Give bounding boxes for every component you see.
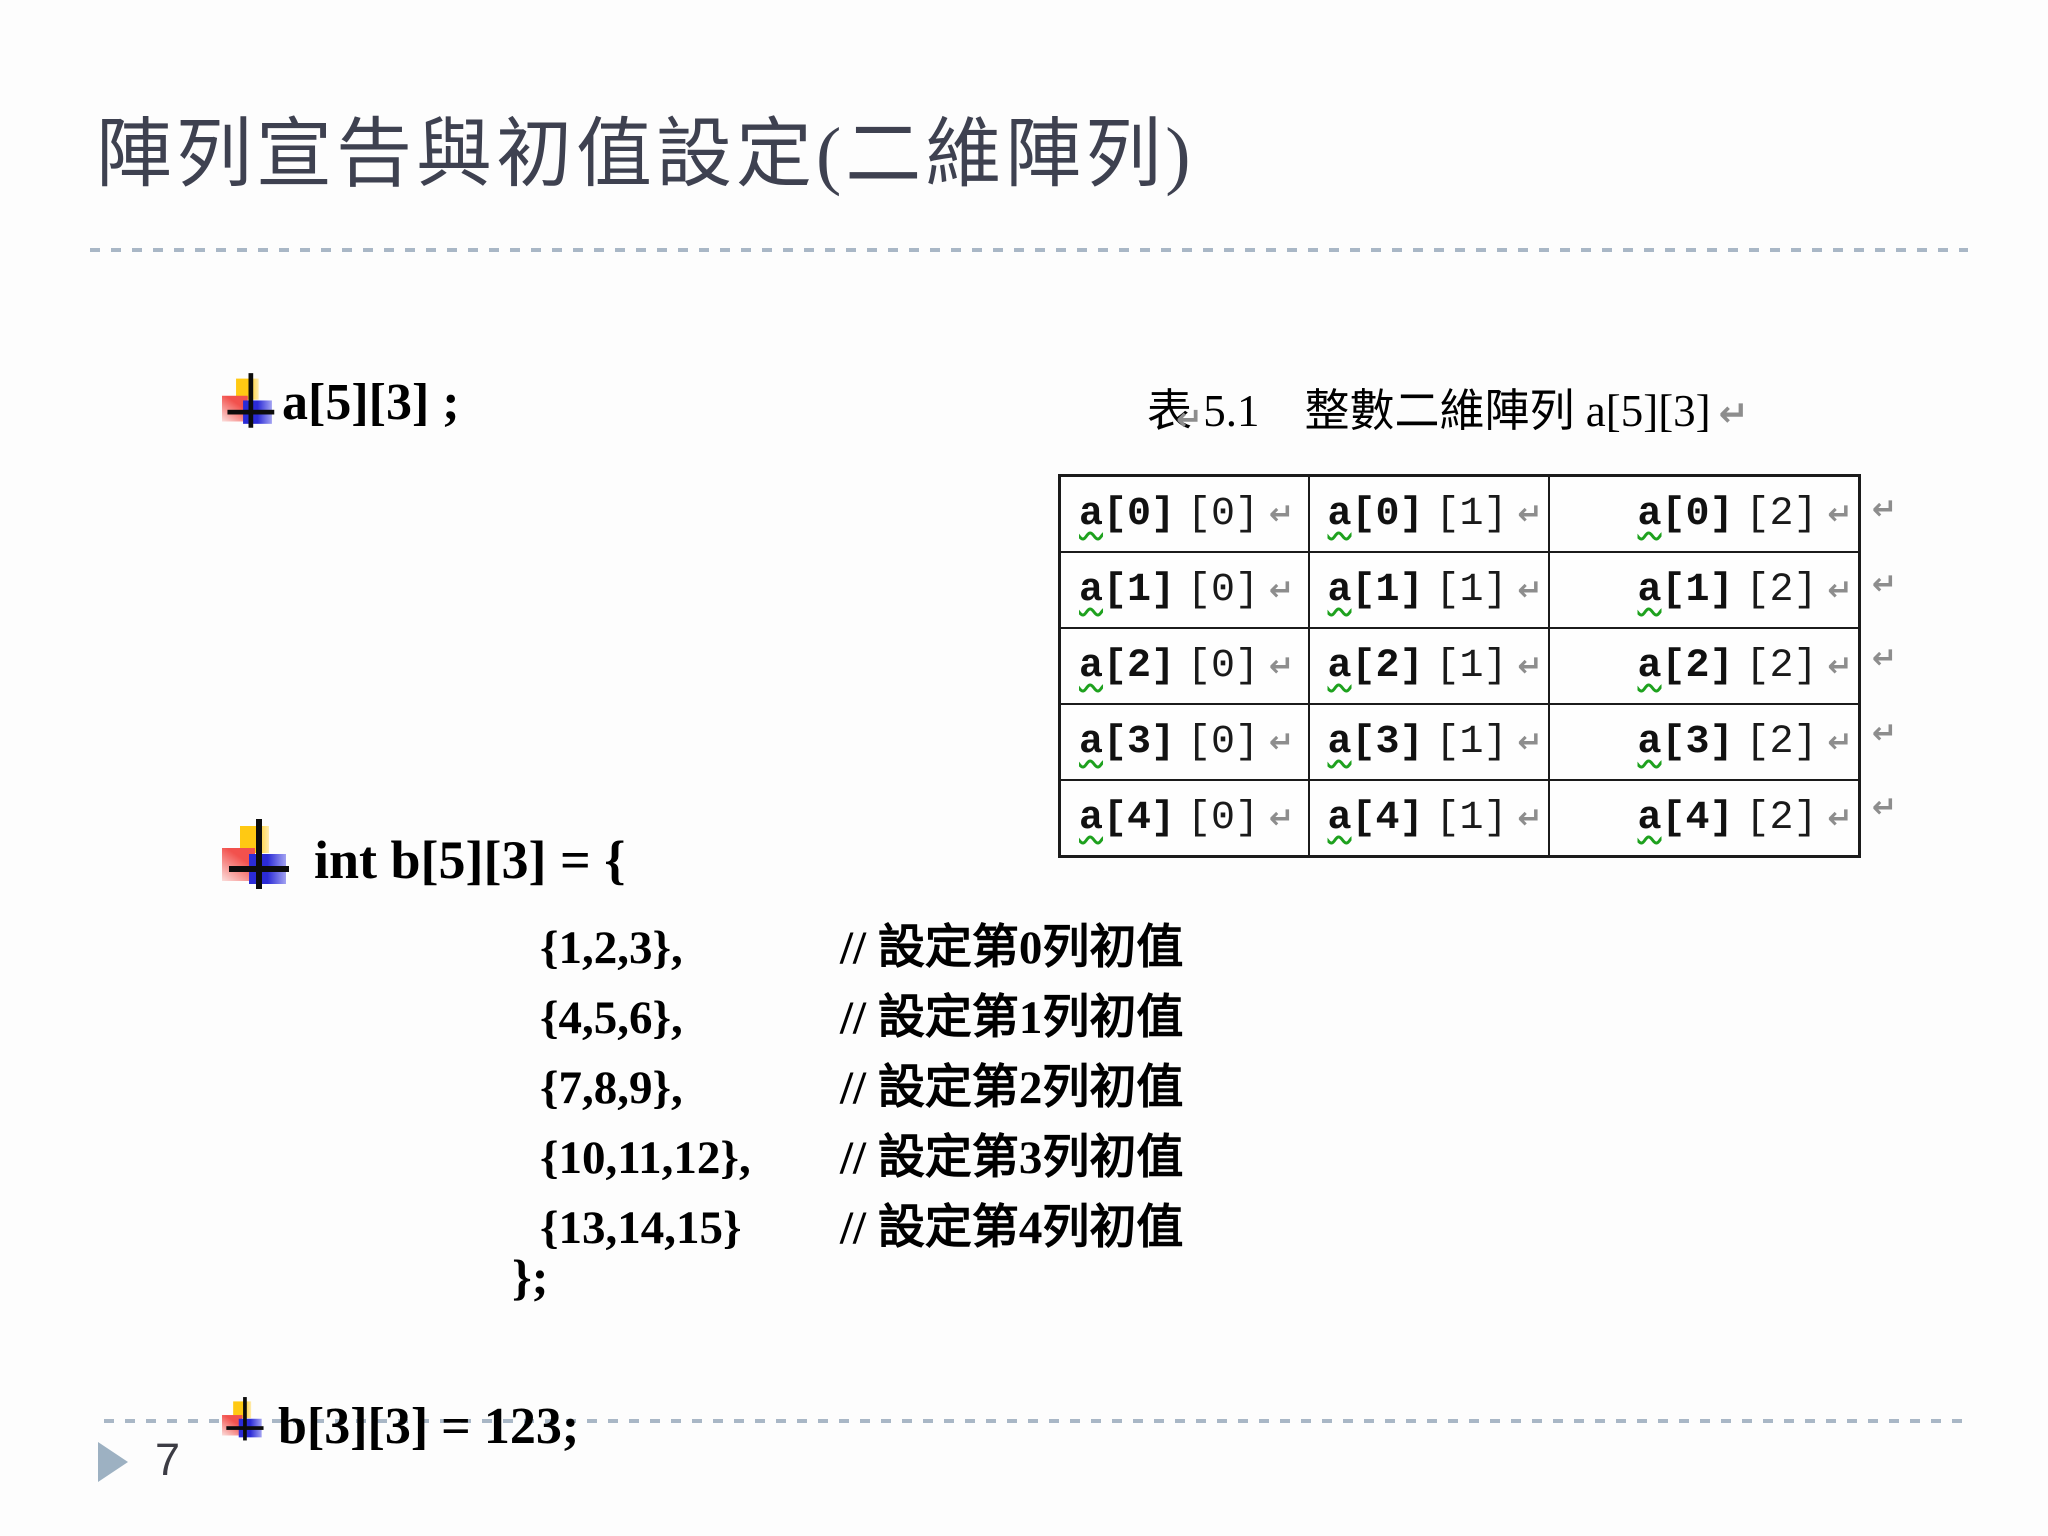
table-cell-a[4][1]: a[4][1]↵ (1307, 779, 1550, 858)
statement-array-b-initialization: int b[5][3] = { (222, 819, 626, 892)
footer-divider-dashed-line (104, 1419, 1962, 1423)
paragraph-mark-icon: ↵ (1872, 790, 1898, 825)
table-cell-a[0][1]: a[0][1]↵ (1307, 474, 1550, 553)
table-cell-a[1][2]: a[1][2]↵ (1547, 551, 1861, 629)
statement-text: int b[5][3] = { (314, 830, 626, 890)
spellcheck-underlined-letter: a (1079, 795, 1104, 841)
spellcheck-underlined-letter: a (1327, 719, 1352, 765)
table-caption: 表 5.1 整數二維陣列 a[5][3]↵ (1102, 322, 1749, 491)
paragraph-mark-icon: ↵ (1517, 572, 1543, 608)
spellcheck-underlined-letter: a (1637, 643, 1662, 689)
table-cell-a[3][2]: a[3][2]↵ (1547, 703, 1861, 781)
paragraph-mark-icon: ↵ (1176, 400, 1203, 438)
cross-vertical-bar (248, 373, 254, 428)
table-cell-a[0][0]: a[0][0]↵ (1058, 474, 1310, 553)
code-values: {1,2,3}, (540, 922, 683, 974)
table-row: a[1][0]↵a[1][1]↵a[1][2]↵ (1058, 551, 1861, 629)
code-line-0: {1,2,3}, // 設定第0列初值 (540, 908, 1183, 978)
table-cell-a[3][1]: a[3][1]↵ (1307, 703, 1550, 781)
table-cell-a[1][1]: a[1][1]↵ (1307, 551, 1550, 629)
table-cell-a[4][0]: a[4][0]↵ (1058, 779, 1310, 858)
spellcheck-underlined-letter: a (1637, 567, 1662, 613)
spellcheck-underlined-letter: a (1079, 567, 1104, 613)
spellcheck-underlined-letter: a (1637, 795, 1662, 841)
paragraph-mark-icon: ↵ (1517, 648, 1543, 684)
cross-vertical-bar (243, 1397, 247, 1441)
table-row: a[0][0]↵a[0][1]↵a[0][2]↵ (1058, 474, 1861, 553)
paragraph-mark-icon: ↵ (1872, 715, 1898, 751)
spellcheck-underlined-letter: a (1079, 491, 1104, 537)
statement-element-assignment: b[3][3] = 123; (222, 1388, 579, 1455)
table-cell-a[4][2]: a[4][2]↵ (1547, 779, 1861, 858)
paragraph-mark-icon: ↵ (1827, 648, 1853, 684)
table-row: a[2][0]↵a[2][1]↵a[2][2]↵ (1058, 627, 1861, 705)
code-values: {10,11,12}, (540, 1132, 751, 1184)
cross-horizontal-bar (229, 866, 289, 872)
paragraph-mark-icon: ↵ (1517, 724, 1543, 760)
paragraph-mark-icon: ↵ (1827, 724, 1853, 760)
statement-array-a-declaration: a[5][3] ; (222, 362, 460, 442)
array-elements-table: a[0][0]↵a[0][1]↵a[0][2]↵a[1][0]↵a[1][1]↵… (1058, 474, 1861, 858)
colored-plus-bullet-icon (222, 1397, 264, 1441)
code-values: {13,14,15} (540, 1202, 742, 1254)
colored-plus-bullet-icon (222, 819, 290, 889)
spellcheck-underlined-letter: a (1327, 491, 1352, 537)
paragraph-mark-icon: ↵ (1269, 724, 1295, 760)
code-line-4: {13,14,15} // 設定第4列初值 (540, 1188, 1183, 1258)
paragraph-mark-icon: ↵ (1269, 496, 1295, 532)
paragraph-mark-icon: ↵ (1827, 496, 1853, 532)
code-values: {4,5,6}, (540, 992, 683, 1044)
spellcheck-underlined-letter: a (1327, 643, 1352, 689)
cross-horizontal-bar (227, 409, 275, 415)
statement-text: b[3][3] = 123; (278, 1397, 580, 1455)
table-cell-a[0][2]: a[0][2]↵ (1547, 474, 1861, 553)
paragraph-mark-icon: ↵ (1517, 496, 1543, 532)
paragraph-mark-icon: ↵ (1269, 648, 1295, 684)
table-cell-a[3][0]: a[3][0]↵ (1058, 703, 1310, 781)
code-line-2: {7,8,9}, // 設定第2列初值 (540, 1048, 1183, 1118)
paragraph-mark-icon: ↵ (1718, 394, 1749, 435)
paragraph-mark-icon: ↵ (1872, 492, 1898, 527)
table-row: a[3][0]↵a[3][1]↵a[3][2]↵ (1058, 703, 1861, 781)
initializer-code-block: {1,2,3},// 設定第0列初值{4,5,6},// 設定第1列初值{7,8… (540, 908, 1183, 1258)
code-comment: // 設定第0列初值 (840, 922, 1184, 974)
colored-plus-bullet-icon (222, 373, 275, 428)
spellcheck-underlined-letter: a (1327, 795, 1352, 841)
table-cell-a[2][1]: a[2][1]↵ (1307, 627, 1550, 705)
spellcheck-underlined-letter: a (1079, 643, 1104, 689)
closing-brace: }; (512, 1249, 549, 1305)
page-number: 7 (155, 1434, 181, 1485)
code-comment: // 設定第2列初值 (840, 1062, 1184, 1114)
red-square (222, 1415, 243, 1436)
code-line-3: {10,11,12}, // 設定第3列初值 (540, 1118, 1183, 1188)
cross-vertical-bar (256, 819, 262, 889)
paragraph-mark-icon: ↵ (1269, 572, 1295, 608)
table-cell-a[2][2]: a[2][2]↵ (1547, 627, 1861, 705)
code-line-1: {4,5,6}, // 設定第1列初值 (540, 978, 1183, 1048)
page-title: 陣列宣告與初值設定(二維陣列) (96, 113, 1195, 197)
spellcheck-underlined-letter: a (1079, 719, 1104, 765)
paragraph-mark-icon: ↵ (1872, 566, 1898, 602)
title-divider-dashed-line (90, 248, 1968, 252)
spellcheck-underlined-letter: a (1637, 491, 1662, 537)
spellcheck-underlined-letter: a (1637, 719, 1662, 765)
table-caption-text: 表 5.1 整數二維陣列 a[5][3] (1147, 386, 1711, 436)
code-comment: // 設定第1列初值 (840, 992, 1184, 1044)
paragraph-mark-icon: ↵ (1872, 641, 1898, 676)
paragraph-mark-icon: ↵ (1827, 572, 1853, 608)
slide-arrow-icon (98, 1442, 128, 1482)
cross-horizontal-bar (226, 1426, 264, 1430)
paragraph-mark-icon: ↵ (1269, 800, 1295, 836)
statement-text: a[5][3] ; (282, 373, 460, 431)
table-row: a[4][0]↵a[4][1]↵a[4][2]↵ (1058, 779, 1861, 858)
code-values: {7,8,9}, (540, 1062, 683, 1114)
paragraph-mark-icon: ↵ (1517, 800, 1543, 836)
table-cell-a[1][0]: a[1][0]↵ (1058, 551, 1310, 629)
table-cell-a[2][0]: a[2][0]↵ (1058, 627, 1310, 705)
spellcheck-underlined-letter: a (1327, 567, 1352, 613)
code-comment: // 設定第4列初值 (840, 1202, 1184, 1254)
paragraph-mark-icon: ↵ (1827, 800, 1853, 836)
code-comment: // 設定第3列初值 (840, 1132, 1184, 1184)
